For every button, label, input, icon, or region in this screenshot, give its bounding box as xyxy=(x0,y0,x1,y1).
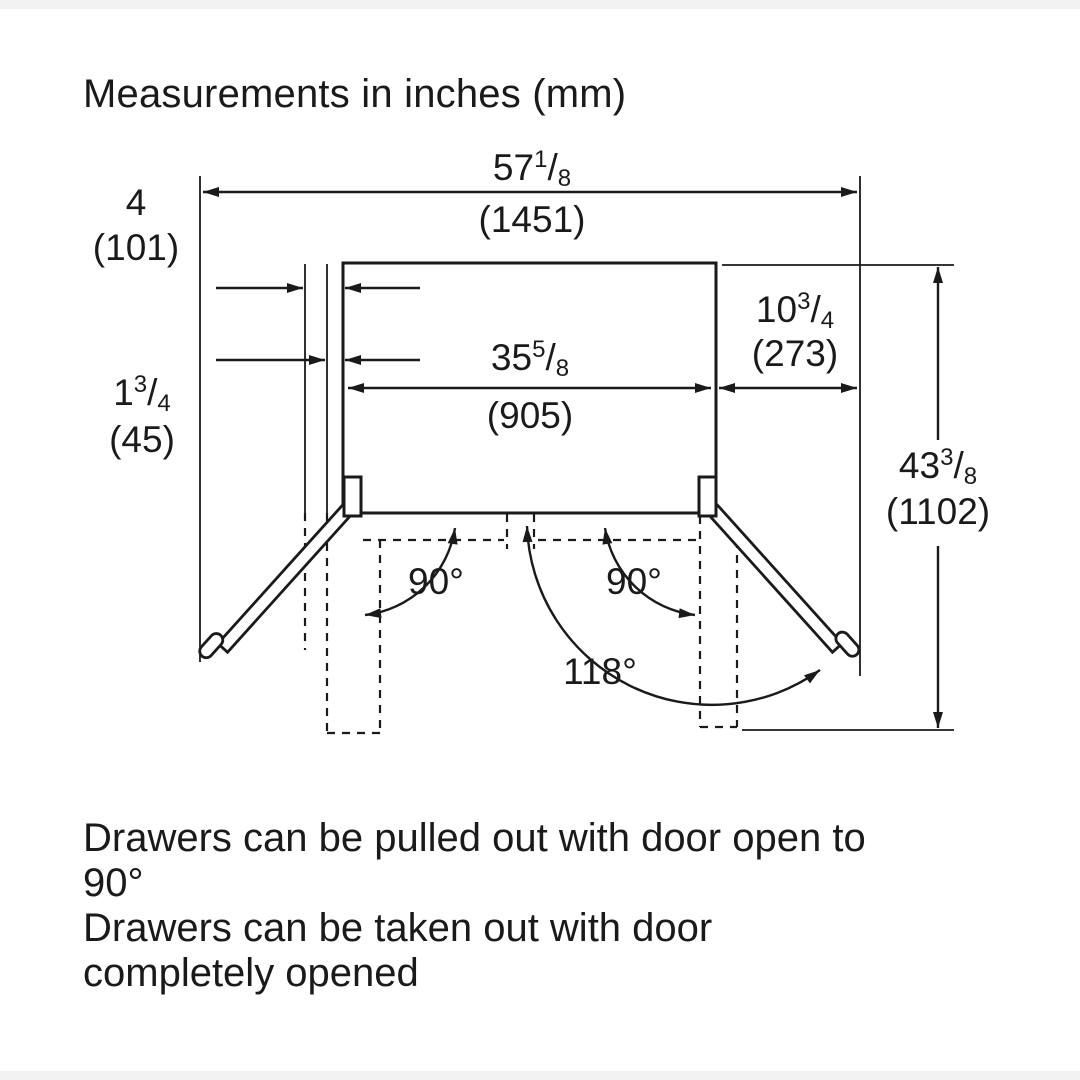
label-right-door-angle: 90° xyxy=(606,561,662,602)
note-line-1: Drawers can be pulled out with door open… xyxy=(83,816,866,860)
extension-lines xyxy=(199,176,954,731)
right-hinge xyxy=(697,475,718,518)
bottom-edge-band xyxy=(0,1071,1080,1080)
right-door-handle xyxy=(834,630,861,658)
label-door-clearance-mm: (101) xyxy=(93,227,179,268)
label-door-clearance-inches: 4 xyxy=(126,182,147,223)
label-full-open-angle: 118° xyxy=(563,651,637,692)
label-depth-mm: (1102) xyxy=(886,491,990,532)
label-door-thickness-mm: (45) xyxy=(109,419,175,460)
note-line-3: Drawers can be taken out with door xyxy=(83,906,713,950)
left-90-arc xyxy=(364,527,458,619)
door-swing-arcs xyxy=(364,525,821,707)
note-line-2: 90° xyxy=(83,861,144,905)
label-left-door-angle: 90° xyxy=(408,561,464,602)
note-line-4: completely opened xyxy=(83,951,419,995)
label-overall-width-mm: (1451) xyxy=(479,199,586,240)
right-door-panel xyxy=(706,503,845,655)
label-overall-width-inches: 571/8 xyxy=(493,146,571,192)
label-door-thickness-inches: 13/4 xyxy=(113,371,171,417)
label-cabinet-width-mm: (905) xyxy=(487,395,573,436)
label-door-projection-mm: (273) xyxy=(752,333,838,374)
drawer-notes: Drawers can be pulled out with door open… xyxy=(83,816,1023,996)
label-cabinet-width-inches: 355/8 xyxy=(491,336,569,382)
left-door-open xyxy=(198,503,354,660)
top-edge-band xyxy=(0,0,1080,9)
left-hinge xyxy=(342,475,363,518)
label-door-projection-inches: 103/4 xyxy=(756,288,834,334)
full-open-118-arc xyxy=(522,525,821,707)
left-door-panel xyxy=(215,503,354,655)
label-depth-inches: 433/8 xyxy=(899,444,977,490)
page-title: Measurements in inches (mm) xyxy=(83,72,627,116)
left-door-handle xyxy=(198,632,225,660)
right-door-open xyxy=(706,503,861,658)
dimension-lines xyxy=(203,187,943,728)
